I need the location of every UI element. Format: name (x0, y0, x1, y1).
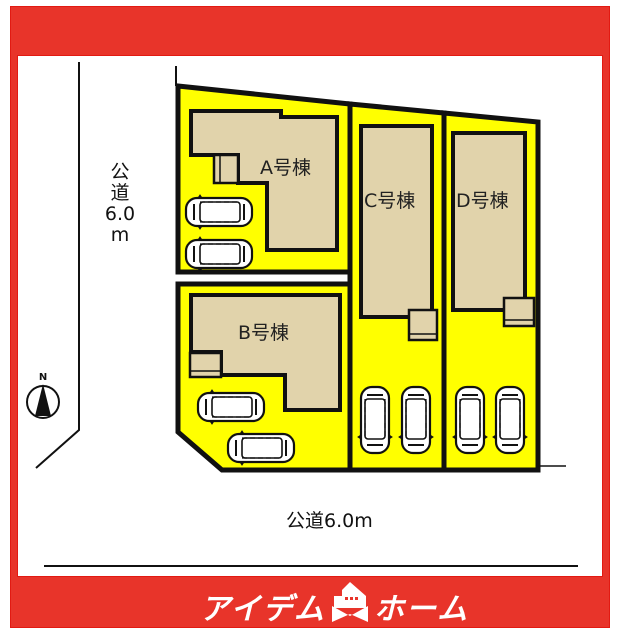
logo-text-left: アイデム (200, 592, 326, 627)
parking-a-2 (184, 235, 254, 273)
west-road-label: 公 道 6.0 m (100, 162, 140, 246)
parking-d-2 (491, 385, 529, 455)
parking-c-1 (356, 385, 394, 455)
building-d-porch (502, 296, 536, 328)
north-compass: N (26, 370, 66, 426)
house-icon (332, 582, 368, 622)
parking-a-1 (184, 193, 254, 231)
building-c-label: C号棟 (364, 190, 416, 212)
svg-text:N: N (39, 372, 47, 383)
south-road-label: 公道6.0m (286, 510, 373, 532)
west-road-label-line: 6.0 (104, 203, 136, 225)
building-d[interactable] (451, 131, 527, 312)
parking-c-2 (397, 385, 435, 455)
west-road-label-line: 公 (110, 161, 130, 183)
west-road-label-line: 道 (110, 182, 130, 204)
building-a-porch (212, 153, 240, 185)
building-d-label: D号棟 (456, 190, 509, 212)
west-road-label-line: m (110, 224, 130, 246)
compass-icon: N (26, 372, 60, 419)
building-c-porch (407, 308, 439, 342)
logo-text-right: ホーム (374, 592, 470, 627)
building-b-label: B号棟 (238, 322, 290, 344)
brand-logo: アイデム ホーム (0, 580, 620, 627)
parking-d-1 (451, 385, 489, 455)
corner-cut-line (35, 400, 80, 469)
building-b-porch (188, 351, 223, 379)
parking-b-1 (196, 388, 266, 426)
building-c[interactable] (359, 124, 434, 319)
building-a-label: A号棟 (260, 157, 311, 179)
parking-b-2 (226, 429, 296, 467)
